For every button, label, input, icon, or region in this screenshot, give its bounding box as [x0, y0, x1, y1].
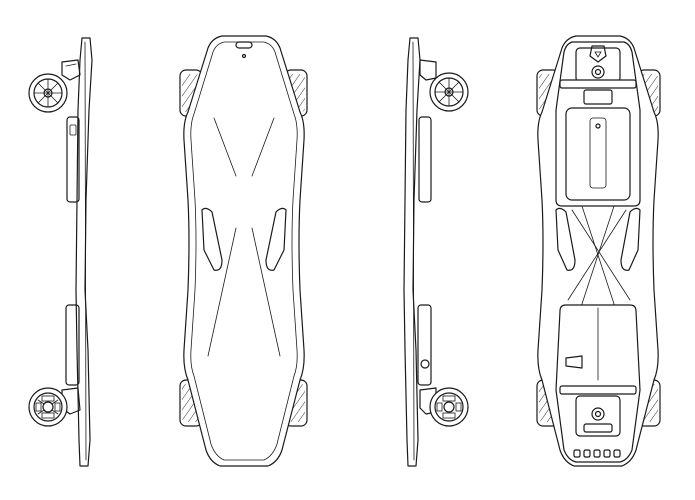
battery-housing-lower	[65, 304, 80, 386]
deck-grooves	[207, 117, 281, 357]
tail-vents	[573, 449, 621, 458]
front-truck	[61, 59, 81, 81]
cutout-left	[201, 207, 223, 271]
bottom-view	[536, 35, 661, 467]
cutout-left	[555, 207, 576, 271]
charge-port	[565, 355, 583, 369]
top-view	[179, 35, 308, 467]
front-truck	[419, 59, 437, 81]
front-wheel	[429, 72, 469, 112]
front-wheel	[28, 73, 68, 113]
rear-motor-wheel	[429, 387, 469, 427]
deck-profile	[403, 37, 421, 467]
battery-pack	[565, 107, 631, 201]
power-switch	[420, 359, 430, 369]
cutout-right	[620, 207, 641, 271]
cross-braces	[567, 199, 631, 311]
logo-badge	[589, 45, 607, 63]
battery-housing-upper	[418, 116, 432, 203]
deck-profile	[75, 37, 93, 467]
front-axle	[559, 79, 637, 89]
handle-slot	[235, 41, 253, 49]
side-view-right	[403, 37, 469, 467]
rear-axle	[559, 385, 637, 395]
battery-housing-upper	[66, 116, 80, 203]
battery-housing-lower	[417, 304, 432, 386]
cutout-right	[265, 207, 287, 271]
deck-outline	[183, 35, 305, 467]
front-truck-base	[575, 47, 621, 83]
rear-motor-wheel	[28, 387, 68, 427]
side-view-left	[28, 37, 93, 467]
